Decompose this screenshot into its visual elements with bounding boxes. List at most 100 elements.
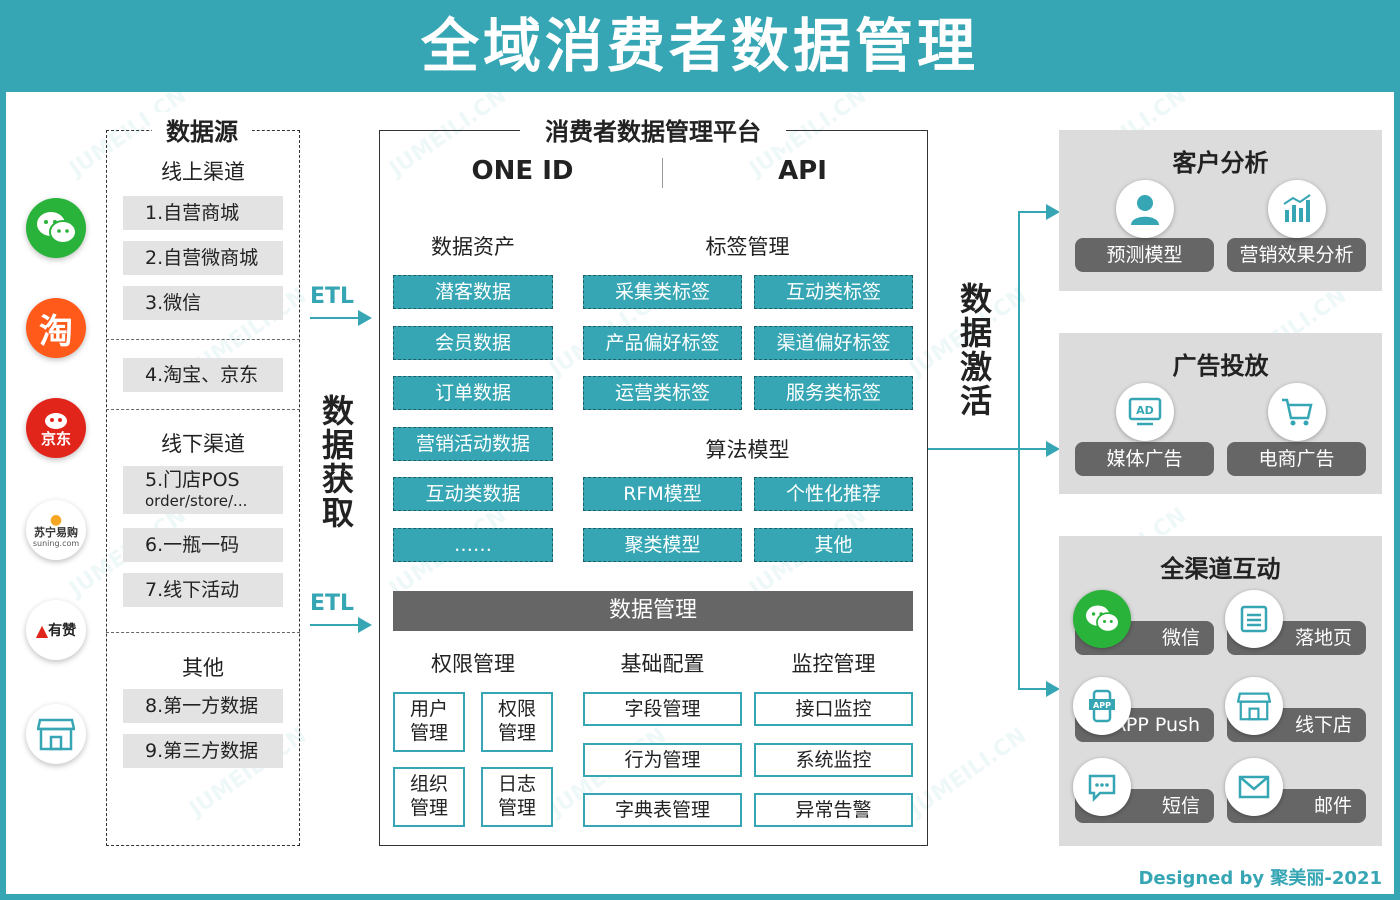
arrow-to-customer [1018,211,1048,213]
perm-item-user: 用户管理 [393,692,465,752]
etl-label-top: ETL [310,284,355,309]
youzan-icon: ▲有赞 [26,600,86,660]
landing-page-icon [1225,590,1283,648]
asset-item: 会员数据 [393,326,553,360]
page-title: 全域消费者数据管理 [420,12,979,80]
source-item-pos: 5.门店POS order/store/... [123,466,283,514]
suning-sublabel: suning.com [32,538,80,548]
source-item: 8.第一方数据 [123,689,283,723]
perm-line: 权限 [497,698,536,720]
monitor-item: 系统监控 [754,743,913,777]
perm-line: 组织 [409,773,448,795]
email-icon [1225,758,1283,816]
jd-icon: 京东 [26,398,86,458]
asset-item: 订单数据 [393,376,553,410]
wechat-icon [1073,590,1131,648]
asset-item: 营销活动数据 [393,427,553,461]
data-source-title: 数据源 [152,112,252,147]
source-item: 1.自营商城 [123,196,283,230]
divider [106,409,300,410]
suning-label: 苏宁易购 [34,525,78,539]
source-item: 2.自营微商城 [123,241,283,275]
divider [106,339,300,340]
monitor-item: 异常告警 [754,793,913,827]
perm-line: 管理 [497,797,536,819]
ad-display-icon: AD [1116,383,1174,441]
source-item: 7.线下活动 [123,573,283,607]
api-label: API [778,156,827,186]
monitor-heading: 监控管理 [791,652,876,676]
predict-model-pill: 预测模型 [1075,238,1214,272]
sms-icon [1073,758,1131,816]
perm-line: 日志 [497,773,536,795]
tag-item: 运营类标签 [583,376,742,410]
tag-item: 互动类标签 [754,275,913,309]
data-management-bar: 数据管理 [393,591,913,631]
source-item: 9.第三方数据 [123,734,283,768]
media-ads-pill: 媒体广告 [1075,442,1214,476]
marketing-analysis-pill: 营销效果分析 [1227,238,1366,272]
etl-arrowhead-top [358,310,372,326]
config-item: 字典表管理 [583,793,742,827]
tag-item: 渠道偏好标签 [754,326,913,360]
wechat-icon [26,198,86,258]
config-item: 字段管理 [583,692,742,726]
arrowhead-ads [1046,441,1060,457]
config-item: 行为管理 [583,743,742,777]
config-heading: 基础配置 [620,652,705,676]
tag-item: 采集类标签 [583,275,742,309]
perm-line: 用户 [409,698,448,720]
other-heading: 其他 [182,656,224,680]
svg-text:AD: AD [1136,404,1154,417]
designer-credit: Designed by 聚美丽-2021 [1138,868,1382,889]
arrowhead-omni [1046,681,1060,697]
perm-item-permission: 权限管理 [481,692,553,752]
algo-item: 个性化推荐 [754,477,913,511]
source-item: 6.一瓶一码 [123,528,283,562]
etl-arrow-top [310,317,360,319]
taobao-icon: 淘 [26,298,86,358]
etl-label-bottom: ETL [310,591,355,616]
offline-channel-heading: 线下渠道 [161,432,245,456]
algorithm-heading: 算法模型 [705,438,790,462]
data-activation-label: 数据激活 [959,280,992,420]
monitor-item: 接口监控 [754,692,913,726]
pos-sublabel: order/store/... [145,492,248,510]
perm-item-org: 组织管理 [393,767,465,827]
algo-item: 聚类模型 [583,528,742,562]
bar-chart-icon [1268,180,1326,238]
platform-title: 消费者数据管理平台 [520,112,786,147]
one-id-label: ONE ID [471,156,574,186]
perm-line: 管理 [409,722,448,744]
store-icon [1225,677,1283,735]
suning-icon: ● 苏宁易购 suning.com [26,500,86,560]
perm-line: 管理 [497,722,536,744]
omni-channel-title: 全渠道互动 [1160,555,1281,583]
ads-title: 广告投放 [1172,352,1269,380]
tag-management-heading: 标签管理 [705,235,790,259]
jd-label: 京东 [40,430,71,448]
perm-line: 管理 [409,797,448,819]
pos-label: 5.门店POS [145,469,240,491]
arrow-to-omni [1018,688,1048,690]
divider [106,632,300,633]
asset-item: 互动类数据 [393,477,553,511]
online-channel-heading: 线上渠道 [161,160,245,184]
divider [662,158,663,188]
activation-trunk [1018,211,1020,690]
person-icon [1116,180,1174,238]
customer-analysis-title: 客户分析 [1172,149,1269,177]
permission-heading: 权限管理 [431,652,515,676]
asset-item: 潜客数据 [393,275,553,309]
arrow-to-ads [1018,448,1048,450]
perm-item-log: 日志管理 [481,767,553,827]
algo-item: RFM模型 [583,477,742,511]
tag-item: 产品偏好标签 [583,326,742,360]
svg-text:APP: APP [1093,701,1111,710]
algo-item: 其他 [754,528,913,562]
store-icon [26,704,86,764]
asset-item: …… [393,528,553,562]
source-item: 4.淘宝、京东 [123,358,283,392]
data-acquisition-label: 数据获取 [321,392,354,532]
app-icon: APP [1073,677,1131,735]
